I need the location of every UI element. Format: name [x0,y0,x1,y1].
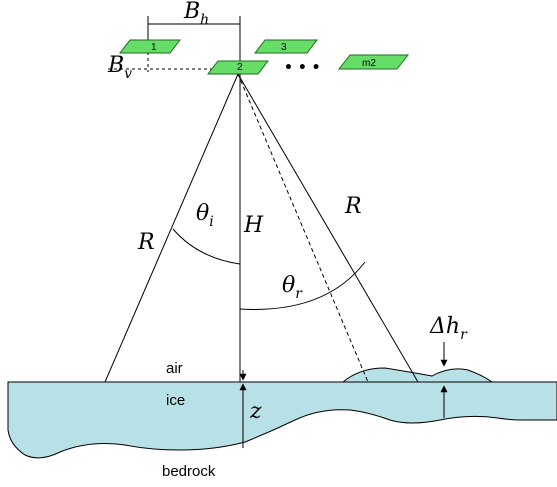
depth-label: z [249,399,262,424]
satellite-2-label: 2 [237,62,243,73]
satellite-1 [118,39,182,54]
satellite-m2-label: m2 [362,58,376,69]
theta-r-label: θr [282,273,303,302]
theta-i-label: θi [196,201,214,230]
theta-i-arc [172,228,241,265]
satellite-1-label: 1 [151,42,157,53]
delta-h-label: Δhr [429,314,468,343]
range-right-label: R [344,194,362,219]
baseline-horizontal-label: Bh [183,0,209,28]
ice-layer [7,367,557,459]
range-line-right [237,73,419,383]
air-label: air [166,360,183,377]
range-left-label: R [137,230,155,255]
height-label: H [243,213,264,238]
range-line-left [104,73,239,383]
ice-label: ice [166,392,185,409]
satellite-m2 [337,54,410,70]
satellite-3-label: 3 [281,42,287,53]
baseline-vertical-label: Bv [107,53,132,82]
satellite-3 [253,39,319,54]
theta-r-arc [239,261,366,310]
satellite-ellipsis: • • • [284,60,321,76]
bedrock-label: bedrock [162,463,216,480]
satellite-2 [206,60,270,75]
